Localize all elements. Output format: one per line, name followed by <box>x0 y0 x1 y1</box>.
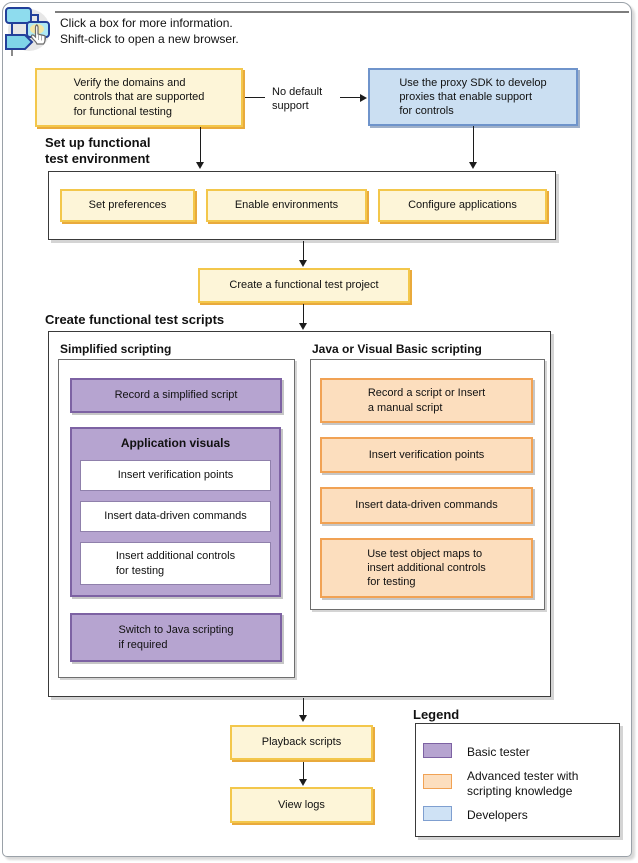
arrow-down-icon <box>299 779 307 786</box>
connector-line <box>303 304 304 324</box>
setup-section-heading: Set up functional test environment <box>45 135 151 166</box>
set-preferences-box[interactable]: Set preferences <box>60 189 195 222</box>
header-rule <box>55 11 629 13</box>
instruction-note: Click a box for more information. Shift-… <box>60 16 239 47</box>
developers-label: Developers <box>467 808 528 822</box>
configure-applications-box[interactable]: Configure applications <box>378 189 547 222</box>
connector-line <box>473 126 474 163</box>
playback-scripts-box[interactable]: Playback scripts <box>230 725 373 760</box>
java-insert-verification-points-box[interactable]: Insert verification points <box>320 437 533 473</box>
insert-additional-controls-box[interactable]: Insert additional controls for testing <box>80 542 271 585</box>
advanced-tester-label: Advanced tester with scripting knowledge <box>467 769 579 798</box>
proxy-sdk-box[interactable]: Use the proxy SDK to develop proxies tha… <box>368 68 578 126</box>
record-simplified-script-box[interactable]: Record a simplified script <box>70 378 282 413</box>
java-scripting-label: Java or Visual Basic scripting <box>312 342 482 356</box>
arrow-down-icon <box>196 162 204 169</box>
basic-tester-swatch <box>423 743 452 758</box>
verify-domains-box[interactable]: Verify the domains and controls that are… <box>35 68 243 127</box>
connector-line <box>303 762 304 780</box>
developers-swatch <box>423 806 452 821</box>
arrow-down-icon <box>469 162 477 169</box>
enable-environments-box[interactable]: Enable environments <box>206 189 367 222</box>
arrow-down-icon <box>299 260 307 267</box>
connector-line <box>303 241 304 261</box>
arrow-down-icon <box>299 323 307 330</box>
flowchart-click-icon <box>4 4 52 56</box>
java-insert-data-driven-commands-box[interactable]: Insert data-driven commands <box>320 487 533 524</box>
simplified-scripting-label: Simplified scripting <box>60 342 172 356</box>
test-object-maps-box[interactable]: Use test object maps to insert additiona… <box>320 538 533 598</box>
connector-line <box>340 97 361 98</box>
arrow-down-icon <box>299 715 307 722</box>
scripts-section-heading: Create functional test scripts <box>45 312 225 327</box>
connector-line <box>245 97 265 98</box>
insert-verification-points-box[interactable]: Insert verification points <box>80 460 271 491</box>
advanced-tester-swatch <box>423 774 452 789</box>
application-visuals-title: Application visuals <box>120 436 231 450</box>
view-logs-box[interactable]: View logs <box>230 787 373 823</box>
legend-heading: Legend <box>413 707 460 722</box>
switch-to-java-box[interactable]: Switch to Java scripting if required <box>70 613 282 662</box>
connector-line <box>303 698 304 716</box>
basic-tester-label: Basic tester <box>467 745 530 759</box>
create-project-box[interactable]: Create a functional test project <box>198 268 410 303</box>
insert-data-driven-commands-box[interactable]: Insert data-driven commands <box>80 501 271 532</box>
arrow-right-icon <box>360 94 367 102</box>
page-border <box>2 2 632 857</box>
connector-line <box>200 127 201 163</box>
record-script-box[interactable]: Record a script or Insert a manual scrip… <box>320 378 533 423</box>
no-default-support-label: No default support <box>272 86 323 112</box>
